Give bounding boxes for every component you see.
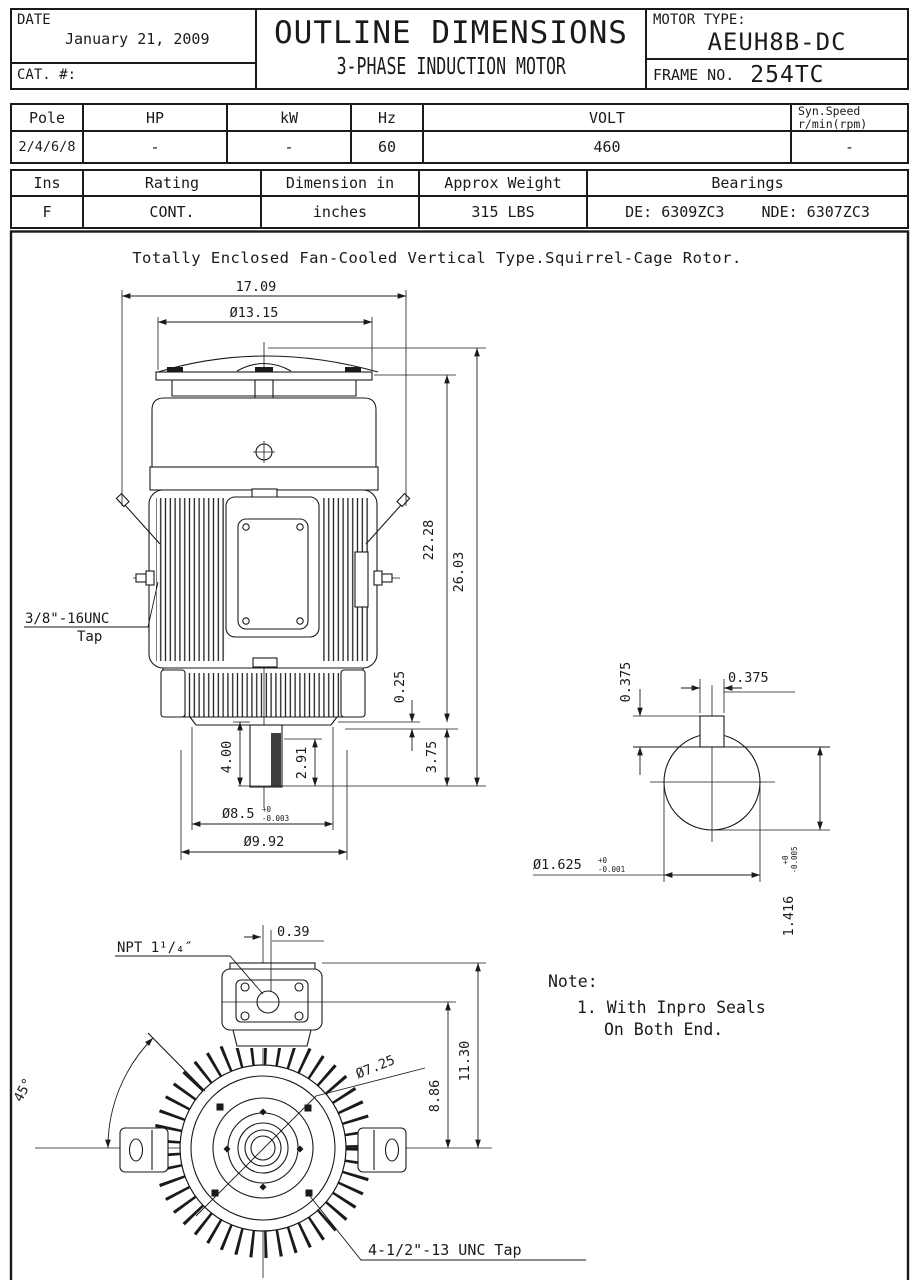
mechanical-spec-table: Ins Rating Dimension in Approx Weight Be…: [10, 169, 909, 229]
col-volt: VOLT: [424, 105, 792, 132]
drawing-caption: Totally Enclosed Fan-Cooled Vertical Typ…: [132, 249, 742, 267]
title-block: DATE January 21, 2009 CAT. #: OUTLINE DI…: [10, 8, 909, 90]
shaft-detail-drawing: 0.375 0.375 Ø1.625 +0 -0.001 +0 -0.005 1…: [533, 662, 830, 937]
col-ins: Ins: [12, 171, 84, 197]
date-cell: DATE January 21, 2009: [12, 10, 255, 64]
bottom-view-drawing: [35, 925, 492, 1278]
dim-base-dia-tol-lo: -0.003: [262, 814, 289, 823]
bottom-tap-label: 4-1/2"-13 UNC Tap: [368, 1241, 522, 1259]
val-pole: 2/4/6/8: [12, 132, 84, 162]
cat-number-label: CAT. #:: [17, 67, 77, 83]
dim-key-flat-tol-hi: +0: [781, 855, 790, 865]
col-hp: HP: [84, 105, 228, 132]
val-hp: -: [84, 132, 228, 162]
front-view-drawing: [115, 342, 411, 808]
dim-total-height-label: 26.03: [451, 552, 467, 593]
val-syn-speed: -: [844, 138, 855, 156]
note-line-1: 1. With Inpro Seals: [577, 998, 766, 1017]
dim-shaft-len-label: 4.00: [219, 741, 235, 774]
date-label: DATE: [17, 12, 51, 28]
col-syn-speed: Syn.Speed r/min(rpm): [792, 105, 907, 132]
dim-key-len-label: 2.91: [294, 747, 310, 780]
dim-key-height-label: 0.375: [618, 662, 634, 703]
col-dimension: Dimension in: [262, 171, 420, 197]
val-volt: 460: [424, 132, 792, 162]
val-kw: -: [228, 132, 352, 162]
col-syn-speed-line1: Syn.Speed: [798, 105, 861, 119]
side-tap-label-2: Tap: [77, 629, 102, 645]
val-bearing-nde: NDE: 6307ZC3: [761, 203, 870, 221]
val-weight: 315 LBS: [420, 197, 588, 227]
col-syn-speed-line2: r/min(rpm): [798, 116, 868, 131]
col-bearings: Bearings: [588, 171, 907, 197]
side-tap-label: 3/8"-16UNC: [25, 611, 109, 627]
col-weight: Approx Weight: [420, 171, 588, 197]
dim-shaft-dia-tol-hi: +0: [598, 856, 608, 865]
dim-fan-cover-dia-label: Ø13.15: [230, 305, 279, 321]
title-block-center: OUTLINE DIMENSIONS 3-PHASE INDUCTION MOT…: [257, 10, 647, 88]
val-rating: CONT.: [84, 197, 262, 227]
val-dimension: inches: [262, 197, 420, 227]
dim-base-dia-tol-hi: +0: [262, 805, 272, 814]
title-block-right: MOTOR TYPE: AEUH8B-DC FRAME NO. 254TC: [647, 10, 907, 88]
dim-key-width-label: 0.375: [728, 670, 769, 686]
front-view-dimensions: 17.09 Ø13.15 22.28 26.03 0.25 3.75 4.00: [24, 279, 486, 860]
dim-hole-height-label: 8.86: [427, 1080, 443, 1113]
dim-bell-dia-label: Ø9.92: [244, 834, 285, 850]
dim-conduit-offset-label: 0.39: [277, 924, 310, 940]
npt-label: NPT 1¹/₄″: [117, 940, 193, 956]
motor-type-value: AEUH8B-DC: [707, 28, 847, 56]
note-block: Note: 1. With Inpro Seals On Both End.: [548, 972, 766, 1039]
frame-no-value: 254TC: [750, 62, 825, 88]
note-title: Note:: [548, 972, 598, 991]
motor-type-cell: MOTOR TYPE: AEUH8B-DC: [647, 10, 907, 60]
note-line-2: On Both End.: [604, 1020, 723, 1039]
dim-step-label: 0.25: [392, 671, 408, 704]
date-value: January 21, 2009: [65, 30, 210, 48]
dim-box-height-label: 11.30: [457, 1041, 473, 1082]
col-pole: Pole: [12, 105, 84, 132]
val-bearing-de: DE: 6309ZC3: [625, 203, 725, 221]
technical-drawing: Totally Enclosed Fan-Cooled Vertical Typ…: [9, 230, 910, 1280]
frame-no-label: FRAME NO.: [653, 66, 735, 84]
sheet-subtitle: 3-PHASE INDUCTION MOTOR: [336, 54, 566, 80]
dim-body-height-label: 22.28: [421, 520, 437, 561]
drawing-border: [9, 230, 910, 1280]
electrical-spec-table: Pole HP kW Hz VOLT Syn.Speed r/min(rpm) …: [10, 103, 909, 164]
dim-overall-width-label: 17.09: [236, 279, 277, 295]
dim-shaft-ext-label: 3.75: [424, 741, 440, 774]
dim-shaft-dia-tol-lo: -0.001: [598, 865, 625, 874]
col-kw: kW: [228, 105, 352, 132]
sheet-title: OUTLINE DIMENSIONS: [274, 15, 628, 51]
val-ins: F: [12, 197, 84, 227]
dim-key-flat-label: 1.416: [781, 896, 797, 937]
frame-no-cell: FRAME NO. 254TC: [647, 60, 907, 90]
dim-base-dia-label: Ø8.5: [222, 806, 255, 822]
title-block-left: DATE January 21, 2009 CAT. #:: [12, 10, 257, 88]
col-hz: Hz: [352, 105, 424, 132]
dim-key-flat-tol-lo: -0.005: [790, 846, 799, 873]
motor-type-label: MOTOR TYPE:: [653, 12, 746, 28]
val-bearings: DE: 6309ZC3 NDE: 6307ZC3: [588, 197, 907, 227]
col-rating: Rating: [84, 171, 262, 197]
dim-shaft-dia-label: Ø1.625: [533, 857, 582, 873]
val-hz: 60: [352, 132, 424, 162]
